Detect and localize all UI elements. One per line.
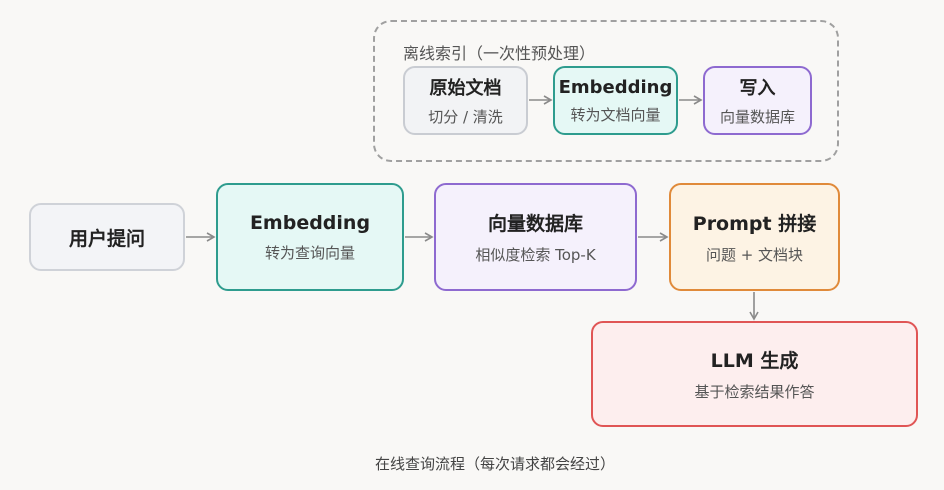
node-user-question: 用户提问 [29, 203, 185, 271]
node-query-embedding-subtitle: 转为查询向量 [264, 243, 355, 262]
node-llm-generate-subtitle: 基于检索结果作答 [694, 383, 815, 401]
node-prompt-assembly: Prompt 拼接 问题 + 文档块 [669, 183, 840, 291]
node-doc-embedding: Embedding 转为文档向量 [553, 66, 678, 135]
node-doc-embedding-title: Embedding [558, 76, 673, 98]
node-user-question-title: 用户提问 [68, 227, 145, 250]
online-flow-caption: 在线查询流程（每次请求都会经过） [374, 455, 615, 473]
offline-group-title: 离线索引（一次性预处理） [403, 44, 596, 63]
node-query-embedding-title: Embedding [249, 211, 371, 234]
node-vector-db-subtitle: 相似度检索 Top-K [475, 246, 596, 264]
node-prompt-assembly-title: Prompt 拼接 [692, 213, 817, 235]
node-vector-db-title: 向量数据库 [487, 213, 583, 235]
node-raw-docs-title: 原始文档 [429, 78, 502, 99]
node-prompt-assembly-subtitle: 问题 + 文档块 [705, 246, 804, 264]
node-write-db-subtitle: 向量数据库 [719, 108, 795, 126]
node-llm-generate: LLM 生成 基于检索结果作答 [591, 321, 918, 427]
node-raw-docs: 原始文档 切分 / 清洗 [403, 66, 528, 135]
node-vector-db: 向量数据库 相似度检索 Top-K [434, 183, 637, 291]
node-raw-docs-subtitle: 切分 / 清洗 [428, 108, 503, 126]
offline-index-group [373, 20, 839, 162]
node-doc-embedding-subtitle: 转为文档向量 [570, 105, 661, 124]
node-query-embedding: Embedding 转为查询向量 [216, 183, 404, 291]
node-write-db-title: 写入 [739, 78, 776, 99]
node-write-db: 写入 向量数据库 [703, 66, 812, 135]
node-llm-generate-title: LLM 生成 [710, 350, 799, 372]
